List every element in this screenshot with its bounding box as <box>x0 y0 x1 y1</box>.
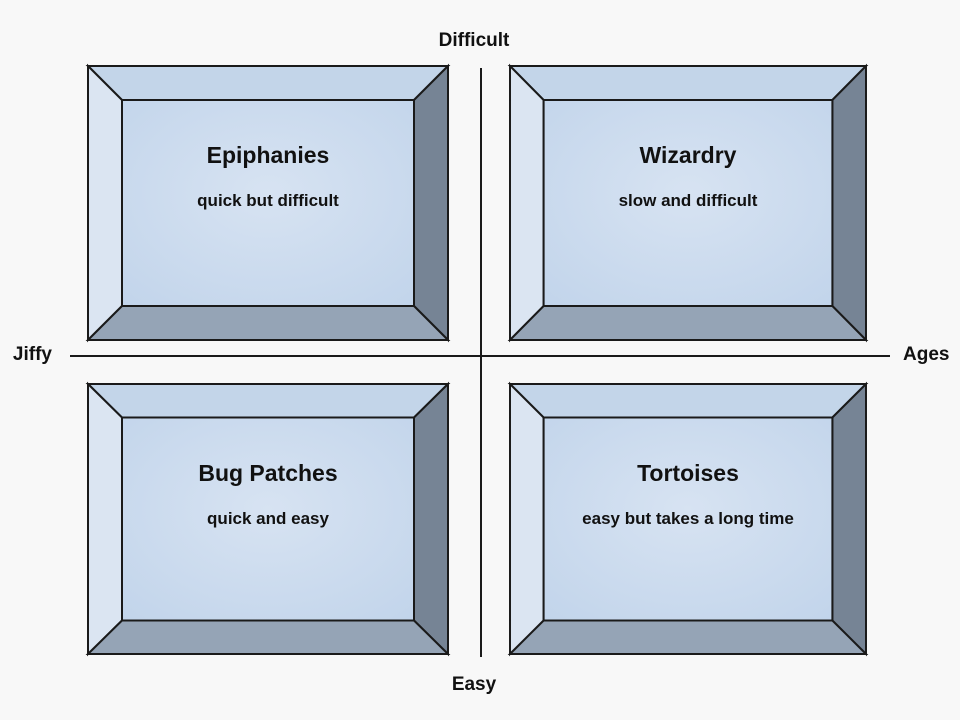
quadrant-tortoises: Tortoises easy but takes a long time <box>507 381 869 657</box>
quadrant-title: Tortoises <box>637 460 739 486</box>
bevel-bottom-face <box>85 305 451 341</box>
quadrant-title: Epiphanies <box>206 142 330 168</box>
quadrant-subtitle: quick but difficult <box>197 190 339 210</box>
bevel-right-face <box>831 63 867 343</box>
axis-label-difficult: Difficult <box>438 30 510 51</box>
bevel-right-face <box>413 63 449 343</box>
bevel-left-face <box>509 381 545 657</box>
beveled-frame <box>507 381 869 657</box>
bevel-top-face <box>507 383 869 419</box>
bevel-right-face <box>413 381 449 657</box>
bevel-left-face <box>87 63 123 343</box>
beveled-frame <box>507 63 869 343</box>
bevel-right-face <box>831 381 867 657</box>
bevel-bottom-face <box>507 305 869 341</box>
quadrant-subtitle: easy but takes a long time <box>582 508 794 528</box>
quadrant-epiphanies: Epiphanies quick but difficult <box>85 63 451 343</box>
axis-label-easy: Easy <box>451 674 497 695</box>
axis-label-ages: Ages <box>903 344 950 365</box>
bevel-left-face <box>87 381 123 657</box>
quadrant-title: Bug Patches <box>198 460 338 486</box>
beveled-frame <box>85 381 451 657</box>
bevel-top-face <box>85 65 451 101</box>
bevel-top-face <box>507 65 869 101</box>
quadrant-bug-patches: Bug Patches quick and easy <box>85 381 451 657</box>
quadrant-title: Wizardry <box>639 142 737 168</box>
quadrant-wizardry: Wizardry slow and difficult <box>507 63 869 343</box>
axis-label-jiffy: Jiffy <box>12 344 52 365</box>
inner-panel <box>542 416 834 622</box>
beveled-frame <box>85 63 451 343</box>
axis-line-vertical <box>480 68 482 657</box>
bevel-left-face <box>509 63 545 343</box>
quadrant-subtitle: slow and difficult <box>618 190 758 210</box>
quadrant-subtitle: quick and easy <box>207 508 329 528</box>
bevel-top-face <box>85 383 451 419</box>
inner-panel <box>542 99 834 307</box>
inner-panel <box>121 416 415 622</box>
bevel-bottom-face <box>85 619 451 655</box>
inner-panel <box>121 99 415 307</box>
bevel-bottom-face <box>507 619 869 655</box>
axis-line-horizontal <box>70 355 890 357</box>
